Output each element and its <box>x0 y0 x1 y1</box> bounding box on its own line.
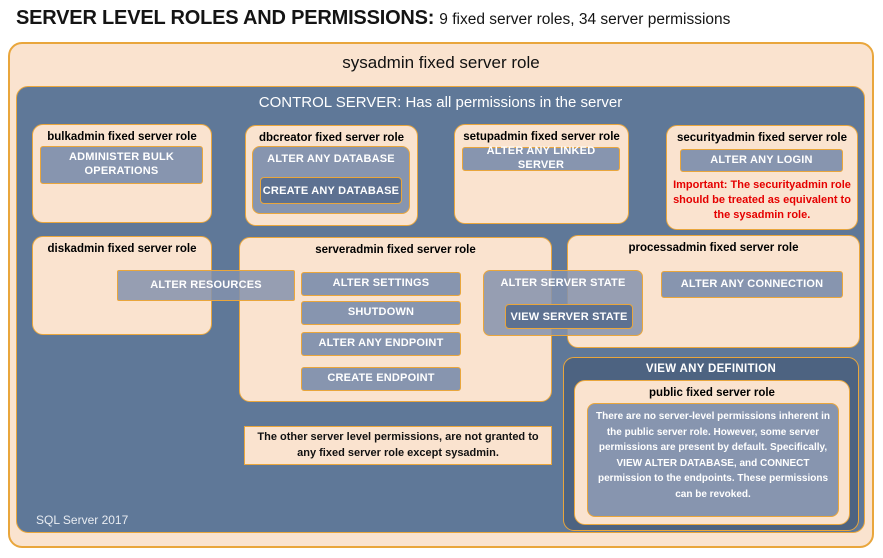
permission-alter-any-endpoint: ALTER ANY ENDPOINT <box>301 332 461 356</box>
page-title-main: SERVER LEVEL ROLES AND PERMISSIONS: <box>16 7 435 29</box>
securityadmin-warning-note: Important: The securityadmin role should… <box>673 179 851 221</box>
permission-shutdown: SHUTDOWN <box>301 301 461 325</box>
permission-alter-any-database-label: ALTER ANY DATABASE <box>267 153 395 165</box>
bulkadmin-role-title: bulkadmin fixed server role <box>47 131 197 143</box>
page-title: SERVER LEVEL ROLES AND PERMISSIONS:9 fix… <box>16 7 730 30</box>
permission-administer-bulk-operations: ADMINISTER BULK OPERATIONS <box>40 146 203 184</box>
permission-alter-any-login: ALTER ANY LOGIN <box>680 149 843 172</box>
permission-view-any-definition-label: VIEW ANY DEFINITION <box>645 363 777 375</box>
processadmin-role-title: processadmin fixed server role <box>628 242 799 254</box>
securityadmin-role-title: securityadmin fixed server role <box>676 132 848 144</box>
control-server-container: CONTROL SERVER: Has all permissions in t… <box>16 86 865 533</box>
permission-alter-settings: ALTER SETTINGS <box>301 272 461 296</box>
permission-view-any-definition: VIEW ANY DEFINITION public fixed server … <box>563 357 859 531</box>
bulkadmin-role-box: bulkadmin fixed server role ADMINISTER B… <box>32 124 212 223</box>
public-role-title: public fixed server role <box>649 387 775 399</box>
sysadmin-role-label: sysadmin fixed server role <box>342 53 540 72</box>
securityadmin-role-box: securityadmin fixed server role ALTER AN… <box>666 125 858 230</box>
permission-alter-any-database: ALTER ANY DATABASE CREATE ANY DATABASE <box>252 146 410 214</box>
permission-alter-any-connection: ALTER ANY CONNECTION <box>661 271 843 298</box>
setupadmin-role-box: setupadmin fixed server role ALTER ANY L… <box>454 124 629 224</box>
permission-create-endpoint: CREATE ENDPOINT <box>301 367 461 391</box>
public-role-box: public fixed server role There are no se… <box>574 380 850 525</box>
public-role-description: There are no server-level permissions in… <box>587 403 839 517</box>
permission-alter-resources: ALTER RESOURCES <box>117 270 295 301</box>
permission-view-server-state: VIEW SERVER STATE <box>505 304 633 329</box>
permission-alter-any-linked-server: ALTER ANY LINKED SERVER <box>462 145 620 171</box>
page-title-subtitle: 9 fixed server roles, 34 server permissi… <box>439 11 731 28</box>
permission-alter-server-state-label: ALTER SERVER STATE <box>500 277 626 289</box>
permission-alter-server-state: ALTER SERVER STATE VIEW SERVER STATE <box>483 270 643 336</box>
sysadmin-role-container: sysadmin fixed server role CONTROL SERVE… <box>8 42 874 548</box>
diskadmin-role-title: diskadmin fixed server role <box>47 243 197 255</box>
dbcreator-role-box: dbcreator fixed server role ALTER ANY DA… <box>245 125 418 226</box>
control-server-label: CONTROL SERVER: Has all permissions in t… <box>258 94 623 111</box>
sql-server-version-label: SQL Server 2017 <box>36 513 129 527</box>
other-permissions-footnote: The other server level permissions, are … <box>244 426 552 465</box>
permission-create-any-database: CREATE ANY DATABASE <box>260 177 402 204</box>
setupadmin-role-title: setupadmin fixed server role <box>463 131 620 143</box>
serveradmin-role-title: serveradmin fixed server role <box>315 244 476 256</box>
dbcreator-role-title: dbcreator fixed server role <box>258 132 405 144</box>
